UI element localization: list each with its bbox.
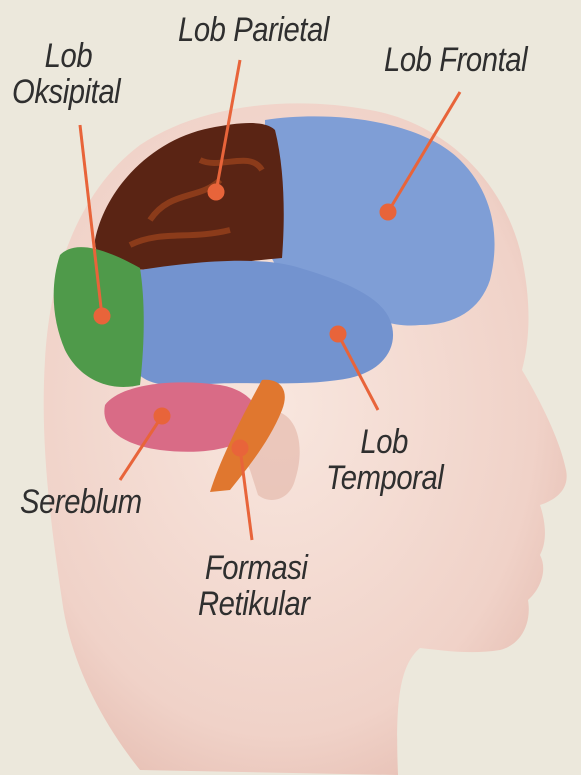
label-lob-oksipital-line2: Oksipital bbox=[12, 74, 120, 110]
label-formasi-retikular-line2: Retikular bbox=[198, 586, 310, 622]
label-lob-frontal-text: Lob Frontal bbox=[384, 42, 527, 78]
label-lob-parietal-text: Lob Parietal bbox=[178, 12, 329, 48]
label-sereblum-text: Sereblum bbox=[20, 484, 142, 520]
label-sereblum: Sereblum bbox=[20, 484, 142, 520]
label-lob-oksipital: Lob Oksipital bbox=[12, 38, 120, 110]
label-formasi-retikular: Formasi Retikular bbox=[198, 550, 310, 622]
label-lob-temporal-line2: Temporal bbox=[326, 460, 443, 496]
label-lob-temporal-line1: Lob bbox=[326, 424, 443, 460]
label-lob-oksipital-line1: Lob bbox=[12, 38, 120, 74]
label-formasi-retikular-line1: Formasi bbox=[198, 550, 310, 586]
label-lob-temporal: Lob Temporal bbox=[326, 424, 443, 496]
label-lob-parietal: Lob Parietal bbox=[178, 12, 329, 48]
label-lob-frontal: Lob Frontal bbox=[384, 42, 527, 78]
